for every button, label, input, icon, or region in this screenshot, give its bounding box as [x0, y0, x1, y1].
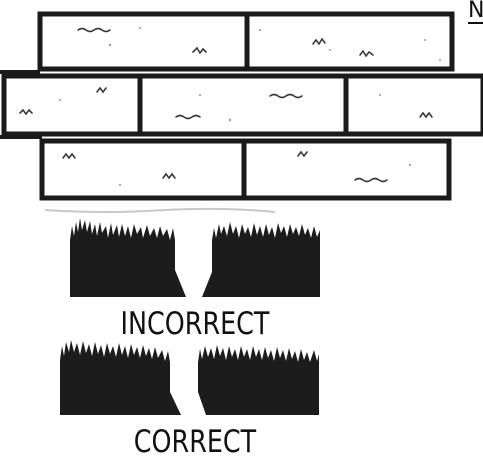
brick	[1, 73, 143, 137]
grass-correct	[60, 340, 319, 415]
brick	[37, 11, 250, 72]
grass-tuft	[60, 340, 181, 415]
brick	[244, 11, 455, 72]
brick-wall	[0, 11, 483, 213]
brick	[343, 73, 483, 137]
brick-texture-marks	[19, 27, 433, 183]
incorrect-label: INCORRECT	[120, 306, 270, 342]
brick-speckles	[59, 27, 441, 186]
brick	[241, 138, 452, 201]
brick	[39, 138, 247, 201]
grass-incorrect	[70, 218, 320, 297]
corner-letter: N	[468, 0, 483, 24]
wall-shadow-speckle	[44, 207, 276, 213]
grass-tuft	[202, 222, 320, 297]
brick	[137, 73, 349, 137]
correct-label: CORRECT	[133, 424, 257, 460]
grass-tuft	[70, 218, 186, 297]
grass-tuft	[198, 345, 319, 415]
